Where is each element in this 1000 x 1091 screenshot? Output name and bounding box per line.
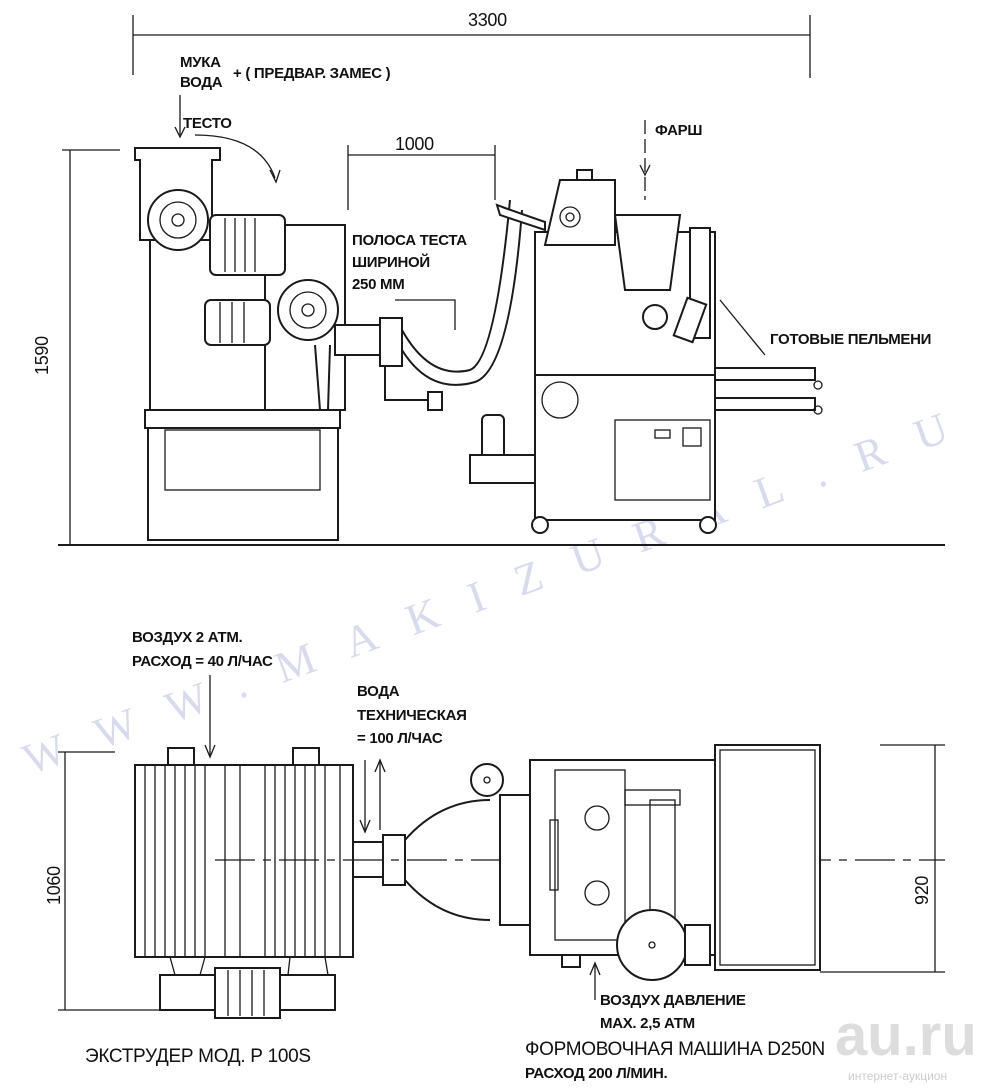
- svg-text:250 ММ: 250 ММ: [352, 276, 404, 293]
- extruder-side-view: [134, 147, 523, 541]
- svg-text:ВОДА: ВОДА: [357, 683, 400, 700]
- svg-text:MAX. 2,5 АТМ: MAX. 2,5 АТМ: [600, 1015, 695, 1032]
- svg-text:= 100 Л/ЧАС: = 100 Л/ЧАС: [357, 730, 443, 747]
- svg-text:au.ru: au.ru: [835, 1003, 977, 1068]
- svg-text:3300: 3300: [468, 10, 507, 30]
- svg-text:ФОРМОВОЧНАЯ МАШИНА D250N: ФОРМОВОЧНАЯ МАШИНА D250N: [525, 1039, 825, 1060]
- dimension-920: 920: [820, 744, 945, 973]
- svg-text:ТЕХНИЧЕСКАЯ: ТЕХНИЧЕСКАЯ: [357, 707, 467, 724]
- dimension-1590: 1590: [32, 149, 120, 545]
- dimension-1000: 1000: [347, 134, 496, 210]
- svg-text:ВОЗДУХ 2 АТМ.: ВОЗДУХ 2 АТМ.: [132, 629, 243, 646]
- svg-text:ГОТОВЫЕ ПЕЛЬМЕНИ: ГОТОВЫЕ ПЕЛЬМЕНИ: [770, 331, 931, 348]
- forming-machine-side-view: [469, 169, 823, 534]
- logo: au.ru интернет-аукцион: [835, 1003, 977, 1083]
- dimension-3300: 3300: [132, 10, 811, 78]
- svg-text:ВОЗДУХ ДАВЛЕНИЕ: ВОЗДУХ ДАВЛЕНИЕ: [600, 992, 746, 1009]
- svg-text:ПОЛОСА ТЕСТА: ПОЛОСА ТЕСТА: [352, 232, 467, 249]
- arrow-output: [719, 299, 766, 356]
- dimension-1060: 1060: [44, 751, 160, 1011]
- svg-text:+ ( ПРЕДВАР. ЗАМЕС ): + ( ПРЕДВАР. ЗАМЕС ): [233, 65, 391, 82]
- svg-text:ФАРШ: ФАРШ: [655, 122, 702, 139]
- arrow-dough: [194, 134, 276, 179]
- extruder-top-view: [134, 747, 491, 1019]
- forming-machine-top-view: [470, 744, 821, 981]
- svg-text:ЭКСТРУДЕР МОД. Р 100S: ЭКСТРУДЕР МОД. Р 100S: [85, 1046, 311, 1067]
- svg-text:интернет-аукцион: интернет-аукцион: [848, 1069, 947, 1083]
- svg-text:1060: 1060: [44, 866, 64, 905]
- svg-text:МУКА: МУКА: [180, 54, 221, 71]
- svg-text:1000: 1000: [395, 134, 434, 154]
- svg-text:ВОДА: ВОДА: [180, 74, 223, 91]
- svg-text:920: 920: [912, 876, 932, 905]
- svg-text:ТЕСТО: ТЕСТО: [183, 115, 232, 132]
- svg-text:1590: 1590: [32, 336, 52, 375]
- svg-text:РАСХОД = 40 Л/ЧАС: РАСХОД = 40 Л/ЧАС: [132, 653, 273, 670]
- svg-text:ШИРИНОЙ: ШИРИНОЙ: [352, 253, 430, 271]
- svg-text:РАСХОД 200 Л/МИН.: РАСХОД 200 Л/МИН.: [525, 1065, 668, 1082]
